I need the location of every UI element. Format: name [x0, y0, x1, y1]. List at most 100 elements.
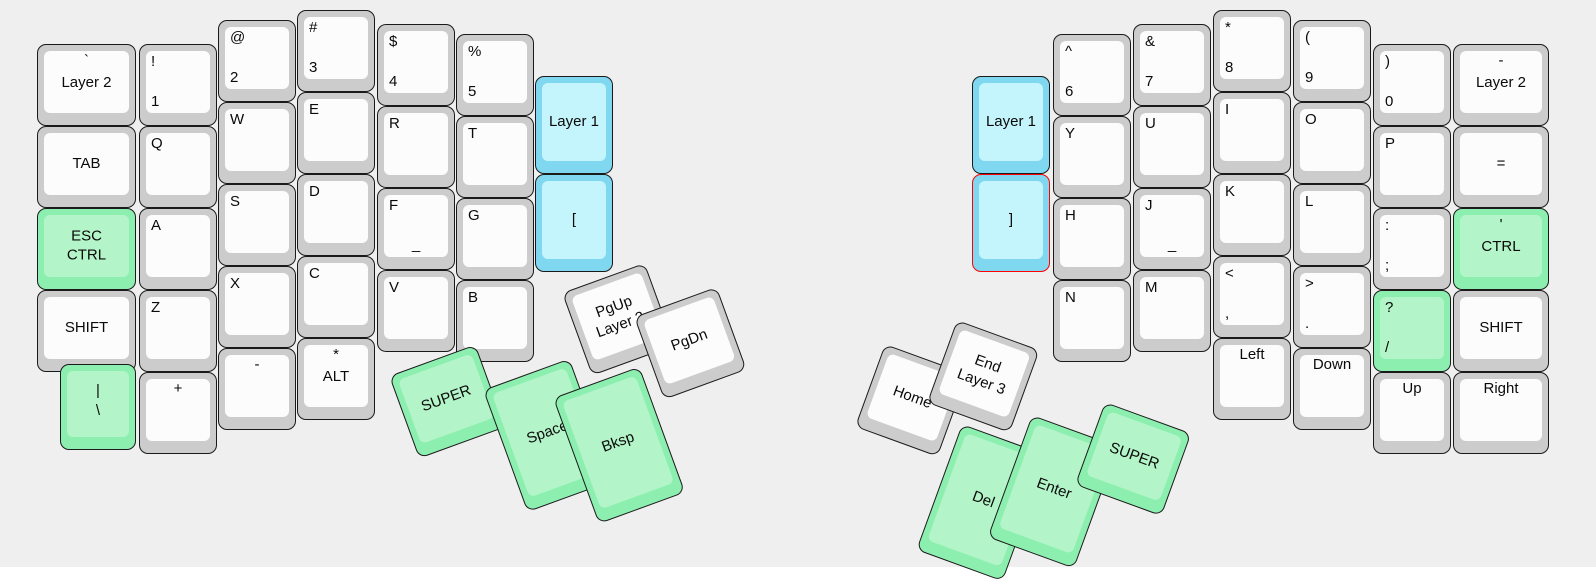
key-s[interactable]: S: [218, 184, 296, 266]
key-period[interactable]: >.: [1293, 266, 1371, 348]
key-t-legend: T: [468, 125, 478, 142]
key-6-legend-base: 6: [1065, 83, 1074, 101]
key-pipe-backslash-cap: |\: [67, 371, 129, 437]
key-minus-layer2-legend-base: Layer 2: [1475, 73, 1527, 91]
key-0[interactable]: )0: [1373, 44, 1451, 126]
key-bracket-left-cap: [: [542, 181, 606, 259]
key-0-cap: )0: [1380, 51, 1444, 113]
key-bracket-right[interactable]: ]: [972, 174, 1050, 272]
key-period-legend-base: .: [1305, 315, 1310, 333]
key-q[interactable]: Q: [139, 126, 217, 208]
key-i[interactable]: I: [1213, 92, 1291, 174]
key-up[interactable]: Up: [1373, 372, 1451, 454]
key-4-legend-shifted: $: [389, 33, 398, 50]
key-6-legend-shifted: ^: [1065, 43, 1073, 60]
key-comma[interactable]: <,: [1213, 256, 1291, 338]
key-b-cap: B: [463, 287, 527, 349]
key-4[interactable]: $4: [377, 24, 455, 106]
key-slash-cap: ?/: [1380, 297, 1444, 359]
key-tab[interactable]: TAB: [37, 126, 136, 208]
key-pipe-backslash[interactable]: |\: [60, 364, 136, 450]
key-9-cap: (9: [1300, 27, 1364, 89]
key-9[interactable]: (9: [1293, 20, 1371, 102]
key-f-homing-bar: _: [411, 236, 421, 254]
key-period-legend-shifted: >: [1305, 275, 1314, 292]
key-down[interactable]: Down: [1293, 348, 1371, 430]
key-bracket-left[interactable]: [: [535, 174, 613, 272]
key-c[interactable]: C: [297, 256, 375, 338]
key-m-legend: M: [1145, 279, 1158, 296]
key-f[interactable]: F_: [377, 188, 455, 270]
key-p-cap: P: [1380, 133, 1444, 195]
key-plus[interactable]: +: [139, 372, 217, 454]
key-minus-cap: -: [225, 355, 289, 417]
key-k[interactable]: K: [1213, 174, 1291, 256]
key-minus[interactable]: -: [218, 348, 296, 430]
key-quote-ctrl[interactable]: 'CTRL: [1453, 208, 1549, 290]
key-2[interactable]: @2: [218, 20, 296, 102]
key-equal-legend: =: [1496, 155, 1506, 173]
key-minus-layer2[interactable]: - Layer 2: [1453, 44, 1549, 126]
key-grave-layer2[interactable]: `Layer 2: [37, 44, 136, 126]
key-down-cap: Down: [1300, 355, 1364, 417]
key-m[interactable]: M: [1133, 270, 1211, 352]
key-semicolon-legend-base: ;: [1385, 257, 1390, 275]
key-super-left-cap: SUPER: [397, 353, 495, 445]
key-h-legend: H: [1065, 207, 1076, 224]
key-minus-layer2-legend-shifted: -: [1498, 52, 1504, 69]
key-8[interactable]: *8: [1213, 10, 1291, 92]
key-h-cap: H: [1060, 205, 1124, 267]
key-r-legend: R: [389, 115, 400, 132]
key-p[interactable]: P: [1373, 126, 1451, 208]
key-l[interactable]: L: [1293, 184, 1371, 266]
key-8-cap: *8: [1220, 17, 1284, 79]
key-semicolon[interactable]: :;: [1373, 208, 1451, 290]
key-d[interactable]: D: [297, 174, 375, 256]
key-z[interactable]: Z: [139, 290, 217, 372]
key-v[interactable]: V: [377, 270, 455, 352]
key-pipe-backslash-legend-base: \: [95, 402, 101, 420]
key-e[interactable]: E: [297, 92, 375, 174]
key-left[interactable]: Left: [1213, 338, 1291, 420]
key-n[interactable]: N: [1053, 280, 1131, 362]
key-3[interactable]: #3: [297, 10, 375, 92]
key-t[interactable]: T: [456, 116, 534, 198]
key-o[interactable]: O: [1293, 102, 1371, 184]
key-h[interactable]: H: [1053, 198, 1131, 280]
key-u[interactable]: U: [1133, 106, 1211, 188]
key-esc-ctrl[interactable]: ESC CTRL: [37, 208, 136, 290]
key-7-legend-base: 7: [1145, 73, 1154, 91]
key-f-cap: F_: [384, 195, 448, 257]
key-shift-left[interactable]: SHIFT: [37, 290, 136, 372]
key-l-cap: L: [1300, 191, 1364, 253]
key-y[interactable]: Y: [1053, 116, 1131, 198]
key-g[interactable]: G: [456, 198, 534, 280]
key-right[interactable]: Right: [1453, 372, 1549, 454]
key-j[interactable]: J_: [1133, 188, 1211, 270]
key-x[interactable]: X: [218, 266, 296, 348]
key-alt[interactable]: *ALT: [297, 338, 375, 420]
key-w[interactable]: W: [218, 102, 296, 184]
key-e-cap: E: [304, 99, 368, 161]
key-6[interactable]: ^6: [1053, 34, 1131, 116]
key-1[interactable]: !1: [139, 44, 217, 126]
key-5[interactable]: %5: [456, 34, 534, 116]
key-m-cap: M: [1140, 277, 1204, 339]
key-a[interactable]: A: [139, 208, 217, 290]
key-equal[interactable]: =: [1453, 126, 1549, 208]
key-slash[interactable]: ?/: [1373, 290, 1451, 372]
key-7[interactable]: &7: [1133, 24, 1211, 106]
key-shift-right-cap: SHIFT: [1460, 297, 1542, 359]
key-layer1-right[interactable]: Layer 1: [972, 76, 1050, 174]
key-r[interactable]: R: [377, 106, 455, 188]
key-7-cap: &7: [1140, 31, 1204, 93]
key-slash-legend-base: /: [1385, 339, 1390, 357]
key-layer1-left[interactable]: Layer 1: [535, 76, 613, 174]
key-super-right-cap: SUPER: [1085, 410, 1183, 502]
key-esc-ctrl-legend: ESC CTRL: [66, 227, 107, 263]
key-l-legend: L: [1305, 193, 1314, 210]
key-shift-right[interactable]: SHIFT: [1453, 290, 1549, 372]
key-layer1-left-cap: Layer 1: [542, 83, 606, 161]
key-w-cap: W: [225, 109, 289, 171]
key-i-legend: I: [1225, 101, 1230, 118]
